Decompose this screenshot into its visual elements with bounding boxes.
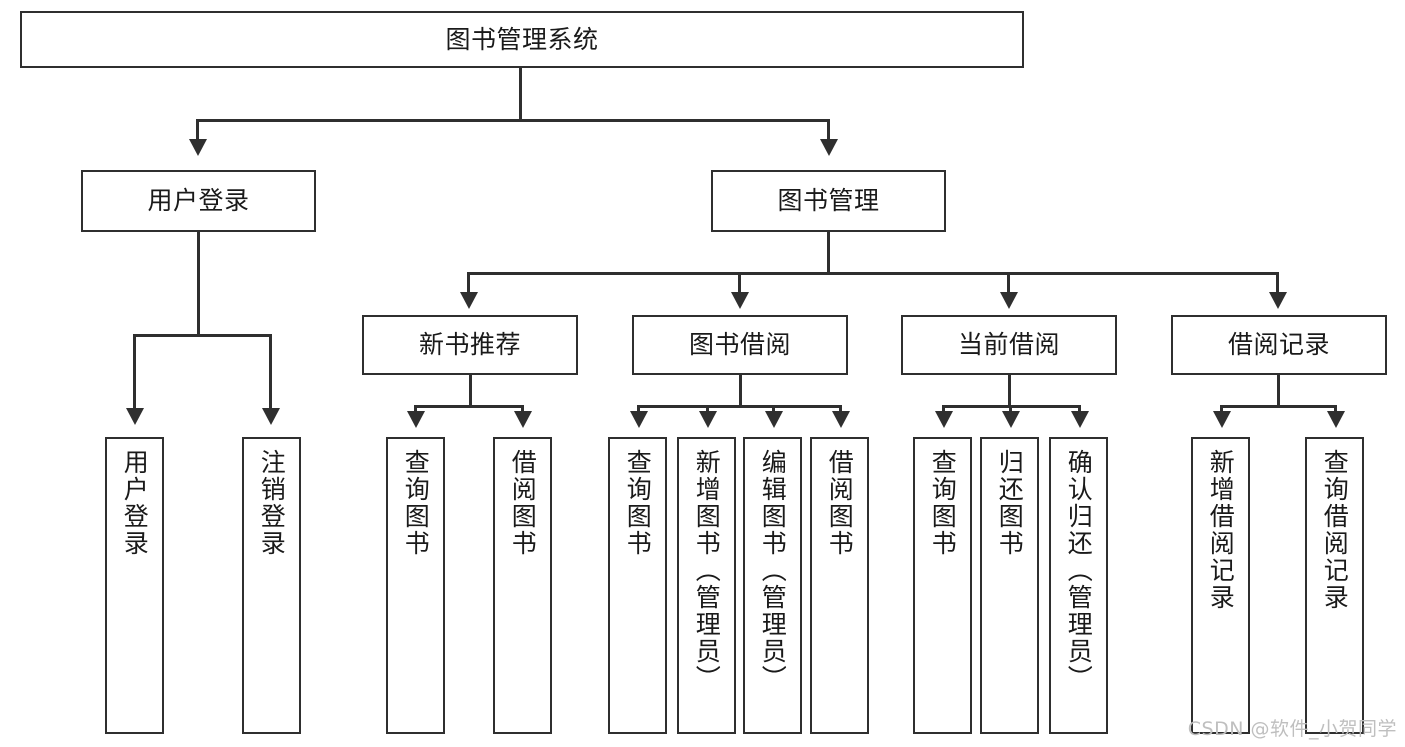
arrow-to-leaf-user-login: [126, 408, 144, 425]
leaf-confirm-return[interactable]: 确认归还（管理员）: [1049, 437, 1108, 734]
connector-root-stem: [519, 68, 522, 120]
node-user-login-label: 用户登录: [147, 186, 250, 216]
node-borrow-record-label: 借阅记录: [1227, 330, 1330, 360]
connector-bb-drop-2: [706, 405, 709, 413]
arrow-to-leaf-user-logout: [262, 408, 280, 425]
arrow-to-leaf-borrow-book-2: [832, 411, 850, 428]
connector-book-manage-drop-2: [738, 272, 741, 294]
leaf-query-book-2[interactable]: 查询图书: [608, 437, 667, 734]
connector-nbr-stem: [469, 375, 472, 407]
connector-cb-stem: [1008, 375, 1011, 407]
arrow-root-to-user-login: [189, 139, 207, 156]
arrow-to-leaf-add-record: [1213, 411, 1231, 428]
node-current-borrow-label: 当前借阅: [957, 330, 1060, 360]
arrow-to-new-book-recommend: [460, 292, 478, 309]
connector-br-drop-1: [1220, 405, 1223, 413]
leaf-query-book-3[interactable]: 查询图书: [913, 437, 972, 734]
leaf-query-book-1[interactable]: 查询图书: [386, 437, 445, 734]
connector-br-bus: [1220, 405, 1337, 408]
connector-nbr-drop-1: [414, 405, 417, 413]
leaf-user-login[interactable]: 用户登录: [105, 437, 164, 734]
leaf-add-record[interactable]: 新增借阅记录: [1191, 437, 1250, 734]
leaf-borrow-book-2[interactable]: 借阅图书: [810, 437, 869, 734]
arrow-to-leaf-borrow-book-1: [514, 411, 532, 428]
arrow-to-borrow-record: [1269, 292, 1287, 309]
node-current-borrow[interactable]: 当前借阅: [901, 315, 1117, 375]
connector-cb-drop-3: [1078, 405, 1081, 413]
arrow-to-leaf-query-book-1: [407, 411, 425, 428]
leaf-borrow-book-2-label: 借阅图书: [825, 449, 855, 557]
node-root-label: 图书管理系统: [445, 24, 599, 54]
connector-bb-stem: [739, 375, 742, 407]
arrow-to-leaf-query-book-3: [935, 411, 953, 428]
connector-user-login-stem: [197, 232, 200, 336]
connector-book-manage-drop-1: [467, 272, 470, 294]
leaf-confirm-return-label: 确认归还（管理员）: [1064, 449, 1094, 692]
arrow-to-leaf-edit-book: [765, 411, 783, 428]
arrow-to-book-borrow: [731, 292, 749, 309]
node-book-borrow[interactable]: 图书借阅: [632, 315, 848, 375]
connector-book-manage-drop-3: [1007, 272, 1010, 294]
connector-user-login-drop-2: [269, 334, 272, 410]
connector-root-drop-user: [196, 119, 199, 141]
node-borrow-record[interactable]: 借阅记录: [1171, 315, 1387, 375]
arrow-to-leaf-return-book: [1002, 411, 1020, 428]
leaf-borrow-book-1[interactable]: 借阅图书: [493, 437, 552, 734]
leaf-user-logout[interactable]: 注销登录: [242, 437, 301, 734]
connector-br-drop-2: [1334, 405, 1337, 413]
leaf-query-record[interactable]: 查询借阅记录: [1305, 437, 1364, 734]
connector-root-bus: [196, 119, 830, 122]
node-book-manage-label: 图书管理: [777, 186, 880, 216]
connector-bb-bus: [637, 405, 842, 408]
arrow-to-current-borrow: [1000, 292, 1018, 309]
connector-user-login-bus: [133, 334, 272, 337]
arrow-to-leaf-query-book-2: [630, 411, 648, 428]
node-new-book-recommend-label: 新书推荐: [418, 330, 521, 360]
node-book-borrow-label: 图书借阅: [688, 330, 791, 360]
connector-cb-drop-2: [1009, 405, 1012, 413]
leaf-query-book-3-label: 查询图书: [928, 449, 958, 557]
connector-nbr-drop-2: [521, 405, 524, 413]
connector-user-login-drop-1: [133, 334, 136, 410]
node-user-login[interactable]: 用户登录: [81, 170, 316, 232]
leaf-add-record-label: 新增借阅记录: [1206, 449, 1236, 611]
leaf-add-book-label: 新增图书（管理员）: [692, 449, 722, 692]
connector-book-manage-drop-4: [1276, 272, 1279, 294]
leaf-query-book-1-label: 查询图书: [401, 449, 431, 557]
leaf-query-record-label: 查询借阅记录: [1320, 449, 1350, 611]
leaf-add-book[interactable]: 新增图书（管理员）: [677, 437, 736, 734]
connector-root-drop-book: [827, 119, 830, 141]
connector-bb-drop-1: [637, 405, 640, 413]
node-root[interactable]: 图书管理系统: [20, 11, 1024, 68]
leaf-borrow-book-1-label: 借阅图书: [508, 449, 538, 557]
connector-bb-drop-4: [839, 405, 842, 413]
leaf-user-login-label: 用户登录: [120, 449, 150, 557]
node-book-manage[interactable]: 图书管理: [711, 170, 946, 232]
connector-book-manage-bus: [467, 272, 1279, 275]
leaf-edit-book-label: 编辑图书（管理员）: [758, 449, 788, 692]
connector-bb-drop-3: [772, 405, 775, 413]
arrow-root-to-book-manage: [820, 139, 838, 156]
leaf-return-book-label: 归还图书: [995, 449, 1025, 557]
connector-cb-drop-1: [942, 405, 945, 413]
arrow-to-leaf-add-book: [699, 411, 717, 428]
leaf-query-book-2-label: 查询图书: [623, 449, 653, 557]
arrow-to-leaf-query-record: [1327, 411, 1345, 428]
leaf-edit-book[interactable]: 编辑图书（管理员）: [743, 437, 802, 734]
leaf-user-logout-label: 注销登录: [257, 449, 287, 557]
node-new-book-recommend[interactable]: 新书推荐: [362, 315, 578, 375]
connector-book-manage-stem: [827, 232, 830, 274]
connector-nbr-bus: [414, 405, 524, 408]
leaf-return-book[interactable]: 归还图书: [980, 437, 1039, 734]
watermark-text: CSDN @软件_小贺同学: [1187, 718, 1397, 740]
connector-br-stem: [1277, 375, 1280, 407]
arrow-to-leaf-confirm-return: [1071, 411, 1089, 428]
